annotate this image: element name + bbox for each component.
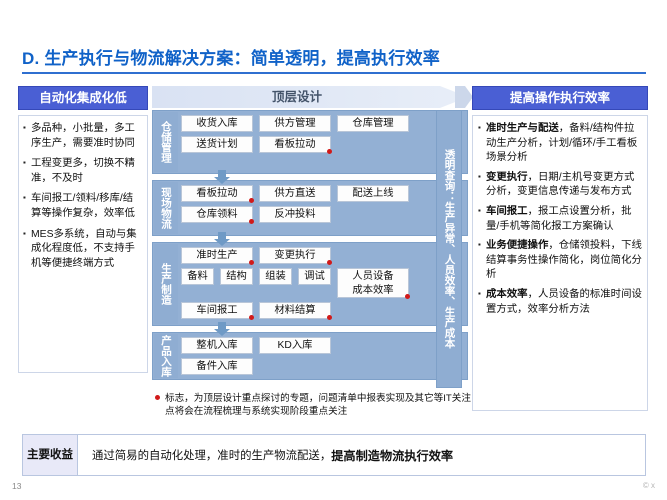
process-chip[interactable]: KD入库	[259, 337, 331, 354]
process-chip-row: 看板拉动供方直送配送上线	[181, 185, 431, 203]
red-dot-icon	[155, 395, 160, 400]
title-divider	[22, 72, 646, 74]
process-band-label: 现场物流	[154, 182, 178, 234]
flow-down-arrow-icon	[214, 322, 230, 336]
left-panel-list: 多品种，小批量，多工序生产，需要准时协同 工程变更多，切换不精准，不及时 车间报…	[23, 121, 142, 272]
diagram-footnote-text: 标志，为顶层设计重点探讨的专题，问题清单中报表实现及其它等IT关注点将会在流程梳…	[165, 393, 471, 417]
page-number: 13	[12, 481, 22, 491]
top-design-banner-arrow	[152, 86, 468, 108]
benefit-text: 通过简易的自动化处理，准时的生产物流配送， 提高制造物流执行效率	[78, 435, 645, 475]
process-chip[interactable]: 调试	[298, 268, 331, 285]
list-item: 业务便捷操作，仓储领投料，下线结算事务性操作简化，岗位简化分析	[478, 238, 642, 283]
process-chip[interactable]: 配送上线	[337, 185, 409, 202]
process-chip-group: 收货入库供方管理仓库管理送货计划看板拉动	[181, 115, 431, 169]
process-chip[interactable]: 材料结算	[259, 302, 332, 320]
process-chip-group: 整机入库 KD入库备件入库	[181, 337, 431, 375]
list-item: 工程变更多，切换不精准，不及时	[23, 156, 142, 186]
process-chip-row: 车间报工材料结算	[181, 302, 431, 320]
list-item: 准时生产与配送，备料/结构件拉动生产分析，计划/循环/手工看板场景分析	[478, 121, 642, 166]
red-dot-icon	[327, 149, 332, 154]
process-chip[interactable]: 结构	[220, 268, 253, 285]
process-chip-row: 送货计划看板拉动	[181, 136, 431, 154]
right-panel-list: 准时生产与配送，备料/结构件拉动生产分析，计划/循环/手工看板场景分析变更执行，…	[478, 121, 642, 317]
process-chip-group: 看板拉动供方直送配送上线仓库领料反冲投料	[181, 185, 431, 231]
list-item: 变更执行，日期/主机号变更方式分析，变更信息传递与发布方式	[478, 170, 642, 200]
main-benefit-bar: 主要收益 通过简易的自动化处理，准时的生产物流配送， 提高制造物流执行效率	[22, 434, 646, 476]
red-dot-icon	[327, 260, 332, 265]
process-chip[interactable]: 反冲投料	[259, 206, 331, 223]
process-chip[interactable]: 仓库领料	[181, 206, 254, 224]
benefit-text-normal: 通过简易的自动化处理，准时的生产物流配送，	[92, 450, 332, 462]
process-chip[interactable]: 供方管理	[259, 115, 331, 132]
process-band: 仓储管理收货入库供方管理仓库管理送货计划看板拉动	[152, 110, 468, 174]
process-chip[interactable]: 看板拉动	[181, 185, 254, 203]
process-chip-row: 收货入库供方管理仓库管理	[181, 115, 431, 132]
red-dot-icon	[249, 219, 254, 224]
process-chip-row: 准时生产变更执行	[181, 247, 431, 265]
list-item: MES多系统，自动与集成化程度低，不支持手机等便捷终端方式	[23, 227, 142, 272]
benefit-text-bold: 提高制造物流执行效率	[331, 449, 454, 463]
flow-down-arrow-icon	[214, 232, 230, 246]
list-item: 多品种，小批量，多工序生产，需要准时协同	[23, 121, 142, 151]
process-band: 产品入库整机入库 KD入库备件入库	[152, 332, 468, 380]
list-item-lead: 变更执行	[486, 171, 528, 183]
list-item-rest: ，人员设备的标准时间设置方式，效率分析方法	[486, 288, 642, 315]
flow-down-arrow-icon	[214, 170, 230, 184]
list-item-lead: 成本效率	[486, 288, 528, 300]
process-diagram: 仓储管理收货入库供方管理仓库管理送货计划看板拉动现场物流看板拉动供方直送配送上线…	[152, 110, 468, 388]
process-band: 现场物流看板拉动供方直送配送上线仓库领料反冲投料	[152, 180, 468, 236]
page-title: D. 生产执行与物流解决方案：简单透明，提高执行效率	[22, 49, 440, 68]
list-item: 车间报工，报工点设置分析，批量/手机等简化报工方案确认	[478, 204, 642, 234]
list-item-lead: 车间报工	[486, 205, 528, 217]
process-band-label: 生产制造	[154, 244, 178, 324]
list-item: 成本效率，人员设备的标准时间设置方式，效率分析方法	[478, 287, 642, 317]
process-chip[interactable]: 整机入库	[181, 337, 253, 354]
red-dot-icon	[249, 315, 254, 320]
left-panel-caption: 自动化集成化低	[18, 86, 148, 110]
left-panel-body: 多品种，小批量，多工序生产，需要准时协同 工程变更多，切换不精准，不及时 车间报…	[18, 115, 148, 373]
red-dot-icon	[405, 294, 410, 299]
process-chip[interactable]: 看板拉动	[259, 136, 332, 154]
diagram-footnote: 标志，为顶层设计重点探讨的专题，问题清单中报表实现及其它等IT关注点将会在流程梳…	[155, 392, 475, 418]
right-panel: 提高操作执行效率 准时生产与配送，备料/结构件拉动生产分析，计划/循环/手工看板…	[472, 86, 648, 411]
benefit-tag-label: 主要收益	[23, 435, 78, 475]
process-chip[interactable]: 仓库管理	[337, 115, 409, 132]
list-item-rest: ，备料/结构件拉动生产分析，计划/循环/手工看板场景分析	[486, 123, 638, 164]
red-dot-icon	[249, 198, 254, 203]
process-chip-group: 准时生产变更执行备料结构组装调试人员设备成本效率车间报工材料结算	[181, 247, 431, 321]
right-panel-caption: 提高操作执行效率	[472, 86, 648, 110]
process-chip-row: 整机入库 KD入库	[181, 337, 431, 354]
list-item-rest: ，仓储领投料，下线结算事务性操作简化，岗位简化分析	[486, 240, 642, 281]
process-chip[interactable]: 人员设备成本效率	[337, 268, 410, 299]
red-dot-icon	[327, 315, 332, 320]
process-chip[interactable]: 供方直送	[259, 185, 331, 202]
list-item-rest: ，报工点设置分析，批量/手机等简化报工方案确认	[486, 205, 632, 232]
process-chip[interactable]: 组装	[259, 268, 292, 285]
right-panel-body: 准时生产与配送，备料/结构件拉动生产分析，计划/循环/手工看板场景分析变更执行，…	[472, 115, 648, 411]
process-chip[interactable]: 送货计划	[181, 136, 253, 153]
process-chip[interactable]: 备料	[181, 268, 214, 285]
process-band-label: 仓储管理	[154, 112, 178, 172]
transparent-query-sidebar: 透明查询：生产异常、人员效率、生产成本	[436, 110, 462, 388]
list-item-rest: ，日期/主机号变更方式分析，变更信息传递与发布方式	[486, 171, 635, 198]
process-chip[interactable]: 车间报工	[181, 302, 254, 320]
list-item: 车间报工/领料/移库/结算等操作复杂，效率低	[23, 191, 142, 221]
process-chip[interactable]: 变更执行	[259, 247, 332, 265]
list-item-lead: 业务便捷操作	[486, 240, 549, 252]
credit-mark: © x	[642, 481, 655, 490]
process-chip[interactable]: 收货入库	[181, 115, 253, 132]
process-chip-row: 仓库领料反冲投料	[181, 206, 431, 224]
banner-arrow-head-icon	[455, 86, 473, 108]
process-chip[interactable]: 准时生产	[181, 247, 254, 265]
process-chip[interactable]: 备件入库	[181, 358, 253, 375]
process-chip-row: 备件入库	[181, 358, 431, 375]
left-panel: 自动化集成化低 多品种，小批量，多工序生产，需要准时协同 工程变更多，切换不精准…	[18, 86, 148, 373]
process-band-label: 产品入库	[154, 334, 178, 378]
process-chip-row: 备料结构组装调试人员设备成本效率	[181, 268, 431, 299]
process-band: 生产制造准时生产变更执行备料结构组装调试人员设备成本效率车间报工材料结算	[152, 242, 468, 326]
top-design-banner-label: 顶层设计	[271, 90, 322, 104]
list-item-lead: 准时生产与配送	[486, 123, 559, 134]
red-dot-icon	[249, 260, 254, 265]
